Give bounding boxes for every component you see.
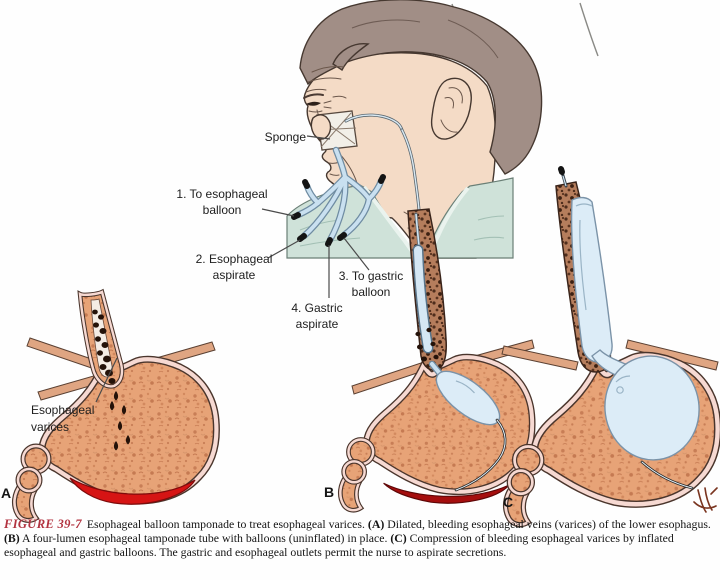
pillow-fold-line bbox=[579, 2, 599, 57]
caption-marker-c: (C) bbox=[390, 530, 407, 545]
lumen3-line1: 3. To gastric bbox=[338, 269, 404, 283]
caption-intro: Esophageal balloon tamponade to treat es… bbox=[86, 517, 368, 531]
varices-leader-line bbox=[95, 357, 118, 403]
caption-text-c: Compression of bleeding esophageal varic… bbox=[4, 530, 674, 559]
varices-line1: Esophageal bbox=[31, 403, 95, 417]
lumen-tip bbox=[302, 179, 310, 189]
lumen-tip bbox=[378, 174, 386, 184]
esophagus-with-inflated-balloon bbox=[555, 166, 700, 490]
blood-pool bbox=[69, 477, 196, 505]
panel-letter-a: A bbox=[1, 485, 12, 501]
tamponade-tube-over-cheek bbox=[344, 113, 421, 212]
lumen4-line1: 4. Gastric bbox=[291, 301, 343, 315]
caption-marker-a: (A) bbox=[367, 517, 385, 531]
lumen4-line2: aspirate bbox=[295, 317, 339, 331]
diaphragm-band bbox=[501, 345, 579, 371]
lumen1-line1: 1. To esophageal bbox=[176, 187, 268, 201]
eye bbox=[306, 101, 321, 106]
leader-lines bbox=[261, 135, 370, 298]
lumen2-label: 2. Esophageal aspirate bbox=[188, 251, 280, 283]
caption-marker-b: (B) bbox=[4, 530, 20, 545]
nose-tip bbox=[310, 114, 332, 140]
varices-label: Esophageal varices bbox=[31, 402, 115, 436]
stomach-a-illustration bbox=[14, 288, 216, 520]
figure-caption: FIGURE 39-7 Esophageal balloon tamponade … bbox=[4, 517, 712, 559]
esophagus-with-tube bbox=[407, 208, 507, 492]
lumen3-line2: balloon bbox=[351, 285, 391, 299]
varices-line2: varices bbox=[31, 420, 70, 434]
lumen-tip bbox=[337, 232, 347, 241]
lumen1-line2: balloon bbox=[202, 203, 242, 217]
sponge-pad bbox=[310, 110, 358, 151]
esophagus-with-varices bbox=[77, 288, 131, 451]
hair-tuft bbox=[332, 43, 370, 72]
lumen-tip bbox=[325, 237, 333, 247]
lumen4-label: 4. Gastric aspirate bbox=[272, 300, 362, 332]
lumen-tip bbox=[297, 233, 307, 242]
blood-pool bbox=[383, 482, 510, 504]
lumen-tip bbox=[291, 212, 301, 220]
compressed-varices bbox=[415, 327, 439, 362]
patient-head-illustration bbox=[286, 0, 599, 259]
sponge-label: Sponge bbox=[244, 129, 306, 145]
illustrator-signature bbox=[693, 487, 718, 513]
caption-text-b: A four-lumen esophageal tamponade tube w… bbox=[19, 530, 391, 545]
diaphragm-band bbox=[625, 339, 719, 371]
panel-letter-b: B bbox=[324, 484, 335, 500]
lumen2-line1: 2. Esophageal bbox=[195, 252, 273, 266]
eyebrow bbox=[303, 93, 324, 99]
caption-text-a: Dilated, bleeding esophageal veins (vari… bbox=[384, 517, 711, 531]
stomach-b-illustration bbox=[340, 208, 534, 510]
lumen3-label: 3. To gastric balloon bbox=[325, 268, 417, 300]
gastric-balloon-inflated bbox=[604, 355, 700, 461]
figure-number: FIGURE 39-7 bbox=[4, 517, 82, 531]
panel-letter-c: C bbox=[503, 494, 514, 510]
lumen2-line2: aspirate bbox=[212, 268, 256, 282]
four-lumen-connector bbox=[291, 146, 386, 247]
sponge-label-text: Sponge bbox=[264, 130, 306, 144]
lumen1-label: 1. To esophageal balloon bbox=[176, 186, 268, 218]
stomach-c-illustration bbox=[501, 166, 719, 525]
